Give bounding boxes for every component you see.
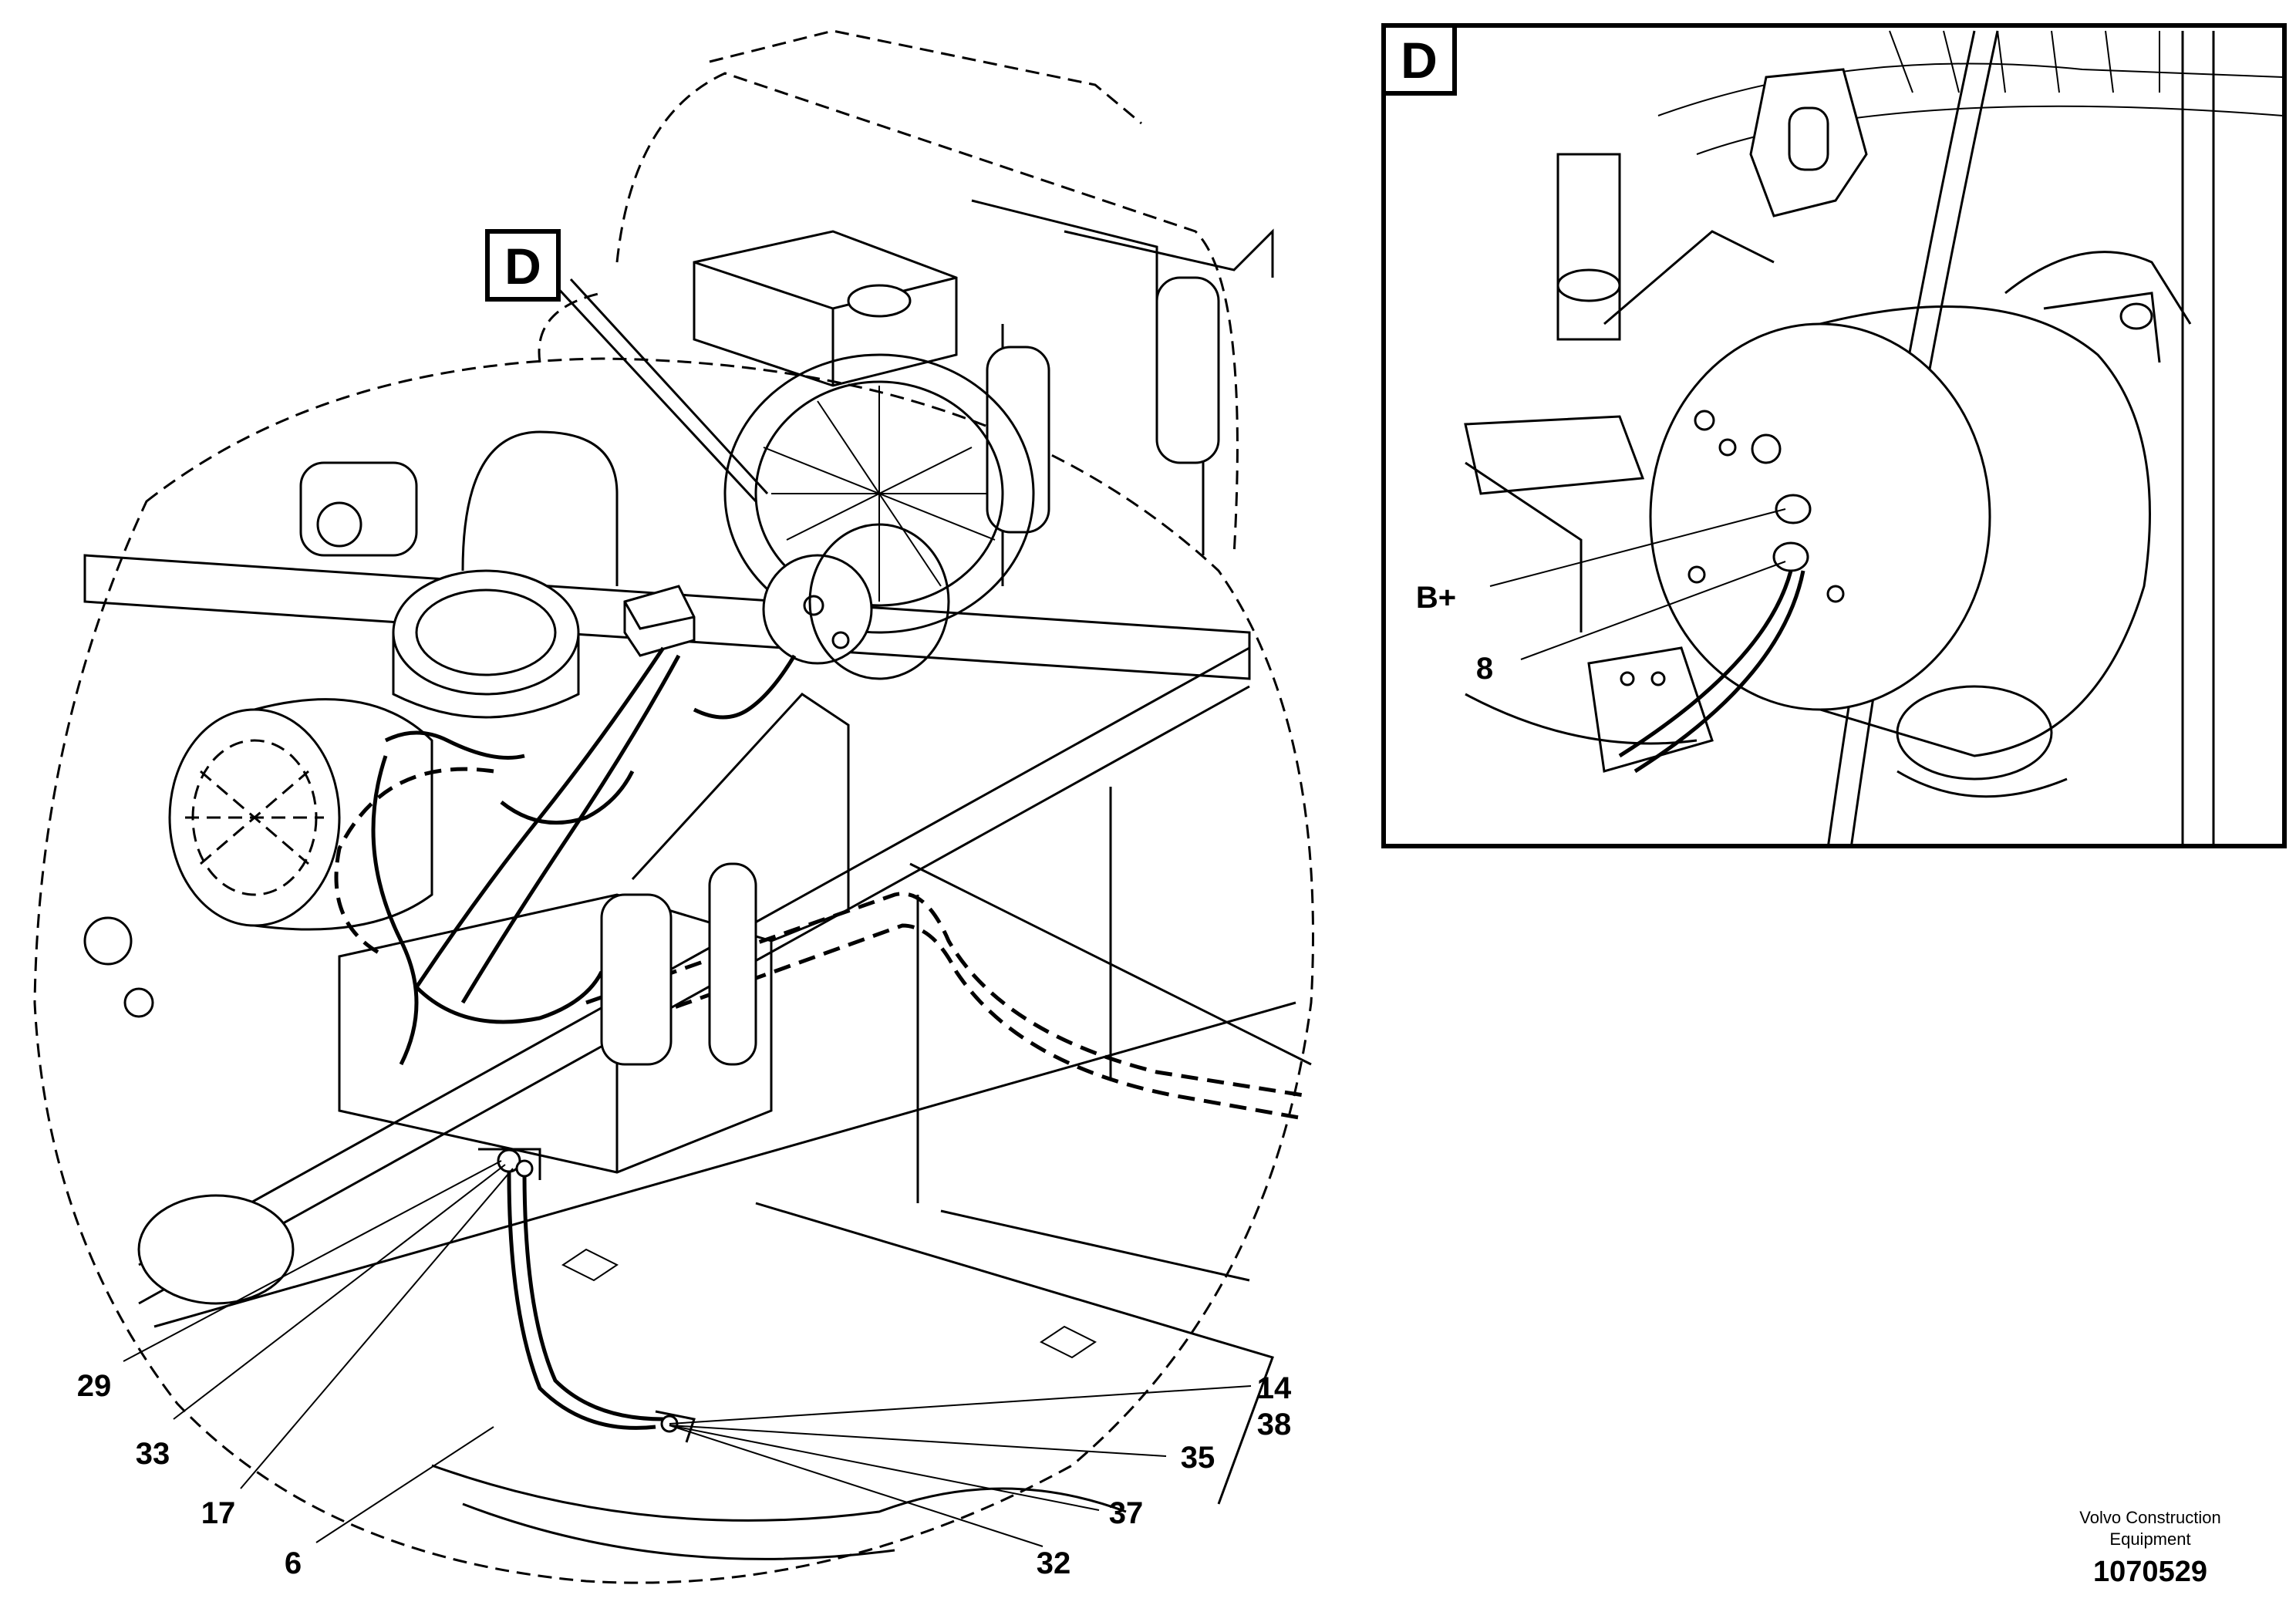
callout-29: 29 <box>77 1369 112 1403</box>
callout-6: 6 <box>285 1546 302 1580</box>
callout-b-plus: B+ <box>1416 581 1456 615</box>
callout-38: 38 <box>1257 1408 1292 1442</box>
drawing-number: 1070529 <box>2093 1556 2207 1588</box>
engine-upper-block <box>538 29 1274 586</box>
callout-14: 14 <box>1257 1371 1292 1405</box>
company-name-line2: Equipment <box>2109 1529 2190 1549</box>
company-name-line1: Volvo Construction <box>2079 1508 2220 1527</box>
alternator-b-plus <box>762 523 950 680</box>
leader-line-8 <box>1520 561 1786 660</box>
wiring-harness <box>334 646 1304 1430</box>
alternator-main <box>168 698 433 931</box>
leader-lines-main <box>123 1160 1252 1547</box>
callout-37: 37 <box>1109 1496 1144 1530</box>
leader-line-b-plus <box>1489 508 1786 587</box>
detail-d-pointer <box>554 278 769 503</box>
detail-d-marker-frame <box>485 229 561 302</box>
detail-inset-label-frame <box>1381 23 1457 96</box>
callout-35: 35 <box>1181 1441 1215 1475</box>
callout-32: 32 <box>1037 1546 1071 1580</box>
turbocharger <box>299 430 619 719</box>
relay-box <box>623 585 696 657</box>
cooling-fan <box>723 353 1035 634</box>
main-view: D 29 33 17 6 32 37 35 14 38 <box>33 29 1314 1584</box>
engine-block <box>83 693 850 1305</box>
footer-block: Volvo Construction Equipment 1070529 <box>2079 1508 2220 1588</box>
detail-inset-drawing <box>1464 30 2284 846</box>
callout-8: 8 <box>1476 652 1493 686</box>
callout-17: 17 <box>201 1496 236 1530</box>
detail-circle-boundary <box>33 357 1314 1584</box>
detail-inset-label: D <box>1401 32 1438 89</box>
detail-d-marker-label: D <box>504 238 541 295</box>
detail-inset-d: D B+ 8 <box>1381 23 2287 848</box>
callout-33: 33 <box>136 1437 170 1471</box>
